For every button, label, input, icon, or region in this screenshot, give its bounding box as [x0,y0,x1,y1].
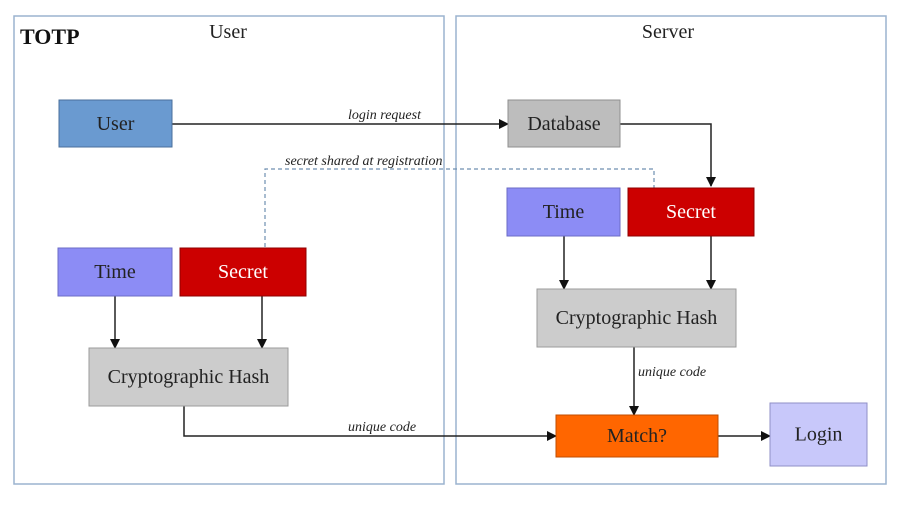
login-box-label: Login [795,424,843,446]
secret-shared-label: secret shared at registration [285,154,443,169]
user-box [58,99,173,148]
client-unique-code-label: unique code [348,420,416,435]
match-box [555,414,719,458]
server-hash-box [536,288,737,348]
client-hash-box-label: Cryptographic Hash [108,366,270,388]
user-panel-title: User [209,21,247,43]
database-box [507,99,621,148]
client-time-box-label: Time [94,261,136,283]
login-request-label: login request [348,108,422,123]
server-time-box [506,187,621,237]
client-secret-box [179,247,307,297]
match-box-label: Match? [607,425,667,447]
client-time-box [57,247,173,297]
server-unique-code-label: unique code [638,365,706,380]
server-secret-box-label: Secret [666,201,716,223]
server-secret-box [627,187,755,237]
server-hash-box-label: Cryptographic Hash [556,307,718,329]
secret-shared-dashed-line [264,168,655,247]
database-to-secret-arrow [620,123,716,187]
user-box-label: User [97,113,135,135]
diagram-title: TOTP [20,24,80,49]
login-box [769,402,868,467]
server-panel-title: Server [642,21,695,43]
client-hash-to-match-arrow [183,406,557,441]
client-hash-box [88,347,289,407]
client-secret-box-label: Secret [218,261,268,283]
database-box-label: Database [527,113,600,135]
server-time-box-label: Time [543,201,585,223]
